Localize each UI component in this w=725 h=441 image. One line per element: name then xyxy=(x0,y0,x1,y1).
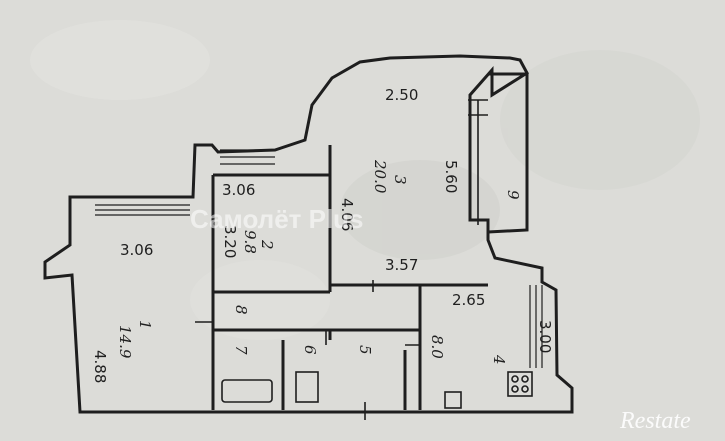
room6-number: 6 xyxy=(301,345,319,355)
brand-logo: Restate xyxy=(619,408,691,434)
room7-number: 7 xyxy=(232,345,250,355)
room3-side: 4.06 xyxy=(338,198,356,231)
stove-burner xyxy=(521,375,529,383)
room3-length: 5.60 xyxy=(442,160,460,193)
room3-area: 20.0 xyxy=(371,159,389,194)
room1-area: 14.9 xyxy=(116,325,134,359)
balcony-inner xyxy=(468,99,488,225)
toilet xyxy=(295,371,319,403)
stove-burner xyxy=(511,385,519,393)
stove-burner xyxy=(521,385,529,393)
room3-bottom: 3.57 xyxy=(385,256,418,274)
room2-number: 2 xyxy=(258,239,276,250)
door-marks xyxy=(195,280,420,420)
room1-number: 1 xyxy=(136,320,154,330)
room3-width: 2.50 xyxy=(385,86,418,104)
room4-length: 3.00 xyxy=(536,320,554,353)
room2-area: 9.8 xyxy=(241,230,259,254)
stove xyxy=(507,371,533,397)
room1-width: 3.06 xyxy=(120,241,153,259)
room5-number: 5 xyxy=(356,345,374,355)
outer-wall xyxy=(43,54,574,414)
paper-texture xyxy=(30,20,700,340)
window-hatch xyxy=(95,149,543,368)
room4-width: 2.65 xyxy=(452,291,485,309)
room3-number: 3 xyxy=(391,175,409,185)
room4-number: 4 xyxy=(490,354,508,365)
room8-number: 8 xyxy=(232,305,250,315)
interior-walls xyxy=(211,145,488,410)
bathtub xyxy=(221,379,273,403)
room2-width: 3.06 xyxy=(222,181,255,199)
room1-length: 4.88 xyxy=(91,350,109,383)
room2-length: 3.20 xyxy=(221,225,239,258)
sink xyxy=(444,391,462,409)
room9-number: 9 xyxy=(504,190,522,200)
room4-area: 8.0 xyxy=(428,335,446,359)
watermark: Самолёт Plus xyxy=(190,204,364,234)
stove-burner xyxy=(511,375,519,383)
balcony-wall xyxy=(487,72,529,234)
